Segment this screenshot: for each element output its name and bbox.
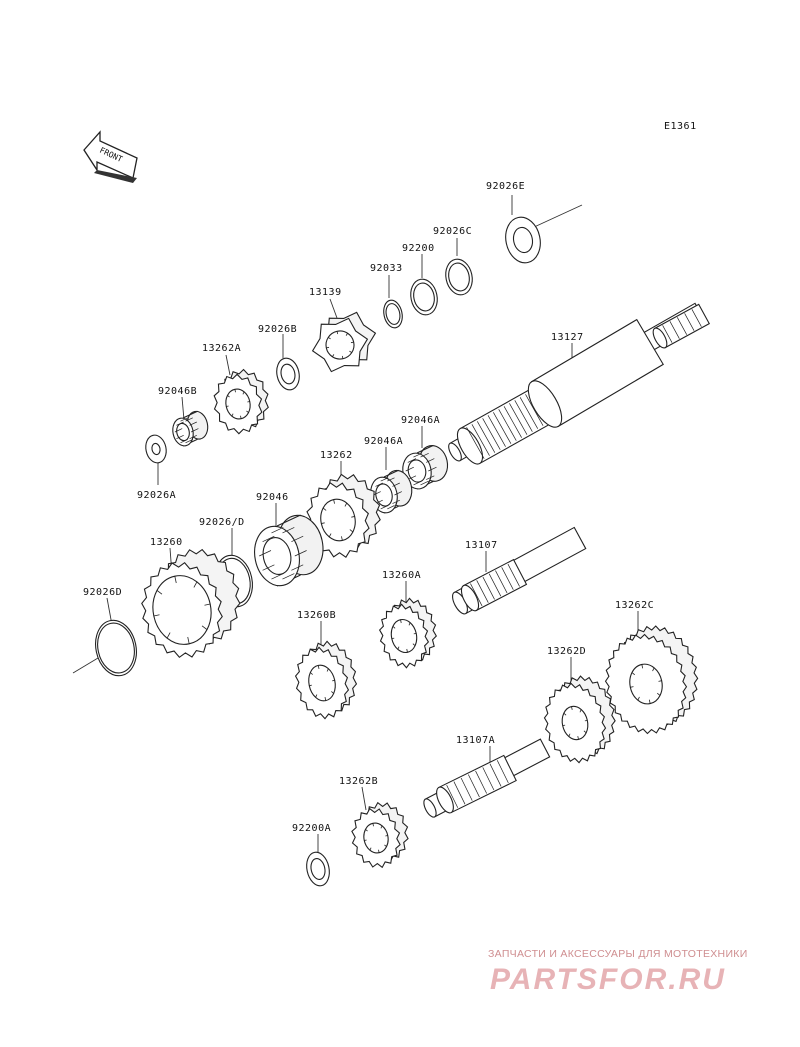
snap-ring-92033-icon — [383, 299, 403, 329]
part-label-92026A[interactable]: 92026A — [137, 490, 177, 501]
part-label-13260B[interactable]: 13260B — [297, 610, 337, 621]
part-label-13139[interactable]: 13139 — [309, 287, 342, 298]
gear-13260-icon — [141, 548, 241, 659]
part-label-92026-D[interactable]: 92026/D — [199, 517, 245, 528]
part-label-92200A[interactable]: 92200A — [292, 823, 332, 834]
part-label-13127[interactable]: 13127 — [551, 332, 584, 343]
watermark-subtitle: ЗАПЧАСТИ И АКСЕССУАРЫ ДЛЯ МОТОТЕХНИКИ — [488, 948, 748, 960]
part-label-13262C[interactable]: 13262C — [615, 600, 655, 611]
watermark-logo: PARTSFOR.RU — [490, 963, 726, 995]
circlip-92026E-icon — [505, 216, 541, 264]
shaft-13107-spline-icon — [460, 558, 528, 612]
shaft-13127-end-icon — [652, 303, 711, 349]
part-label-92026E[interactable]: 92026E — [486, 181, 526, 192]
gear-13262A-icon — [213, 368, 269, 435]
diagram-code: E1361 — [664, 121, 697, 132]
part-label-92046[interactable]: 92046 — [256, 492, 289, 503]
leader-lines — [72, 195, 639, 852]
needle-bearing-92046B-icon — [172, 410, 209, 447]
part-label-92046A-inner[interactable]: 92046A — [364, 436, 404, 447]
shaft-13127-body-icon — [527, 318, 664, 428]
gear-13260A-icon — [378, 597, 437, 669]
part-label-92026B[interactable]: 92026B — [258, 324, 298, 335]
part-label-13262[interactable]: 13262 — [320, 450, 353, 461]
circlip-92026D-icon — [95, 619, 137, 677]
washer-92026B-icon — [276, 357, 300, 391]
bushing-92200-icon — [410, 278, 438, 316]
gear-13262B-icon — [351, 801, 409, 869]
part-label-13262B[interactable]: 13262B — [339, 776, 379, 787]
washer-92026C-icon — [445, 258, 473, 296]
part-label-92026D[interactable]: 92026D — [83, 587, 123, 598]
shaft-13107A-spline-icon — [436, 754, 517, 814]
part-label-13107[interactable]: 13107 — [465, 540, 498, 551]
part-label-92046B[interactable]: 92046B — [158, 386, 198, 397]
collar-13139-icon — [311, 311, 377, 373]
part-label-92200[interactable]: 92200 — [402, 243, 435, 254]
part-label-13260A[interactable]: 13260A — [382, 570, 422, 581]
washer-92026A-icon — [145, 434, 167, 464]
part-label-13262D[interactable]: 13262D — [547, 646, 587, 657]
part-label-13260[interactable]: 13260 — [150, 537, 183, 548]
part-label-92033[interactable]: 92033 — [370, 263, 403, 274]
bearing-92046-icon — [254, 514, 324, 587]
gear-13262D-icon — [543, 675, 616, 764]
front-arrow-icon — [83, 130, 138, 183]
part-label-92046A-outer[interactable]: 92046A — [401, 415, 441, 426]
watermark-logo-text: PARTSFOR.RU — [490, 963, 726, 995]
gear-13260B-icon — [294, 640, 358, 720]
shaft-13127-spline-icon — [456, 385, 556, 465]
gear-13262-icon — [306, 473, 381, 558]
part-label-13107A[interactable]: 13107A — [456, 735, 496, 746]
gear-13262C-icon — [604, 625, 699, 735]
part-label-13262A[interactable]: 13262A — [202, 343, 242, 354]
bushing-92200A-icon — [306, 851, 330, 887]
part-label-92026C[interactable]: 92026C — [433, 226, 473, 237]
